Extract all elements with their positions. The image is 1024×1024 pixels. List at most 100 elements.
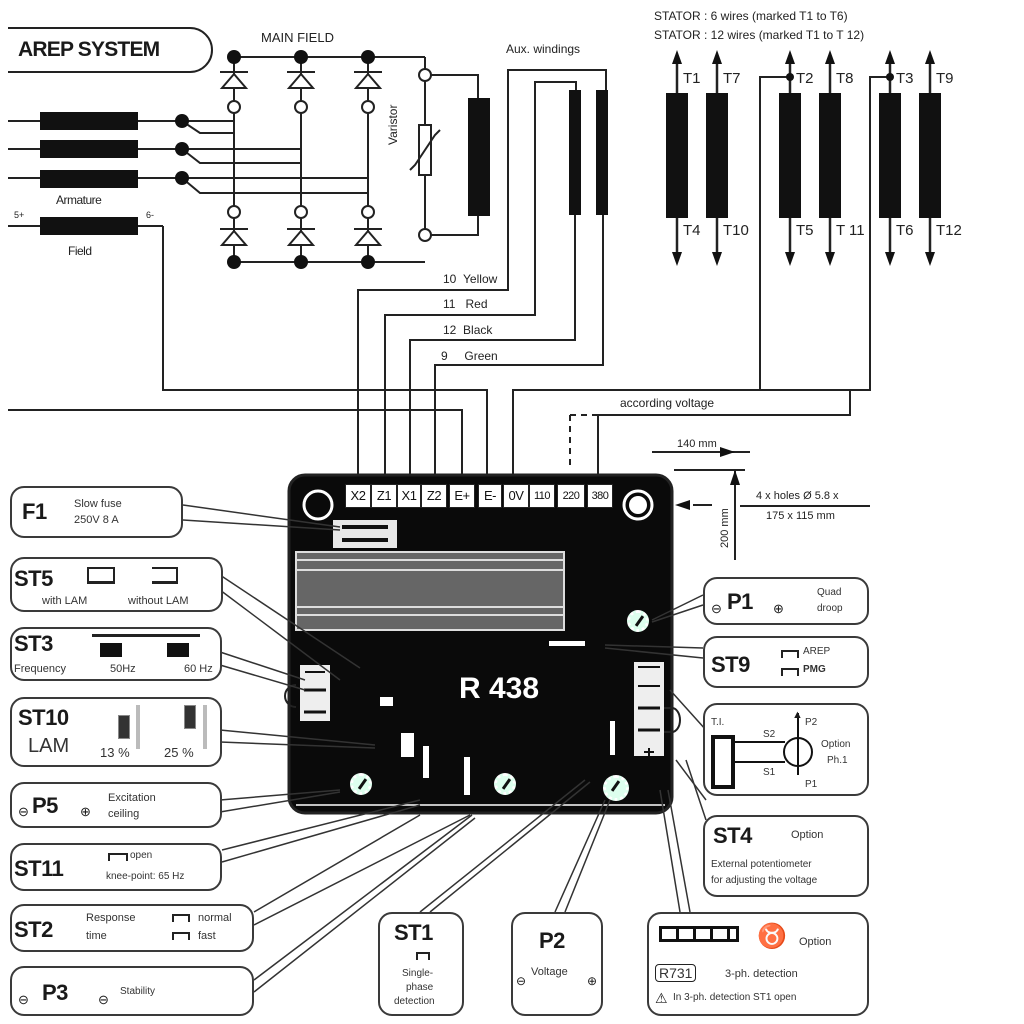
ti-lead-s2 bbox=[735, 741, 785, 743]
stator-terminal-T10: T10 bbox=[723, 222, 749, 239]
connector-icon: ♉ bbox=[757, 923, 787, 950]
diode-top-1 bbox=[219, 71, 249, 114]
terminal-X1: X1 bbox=[397, 484, 421, 508]
minus-icon: ⊖ bbox=[516, 974, 527, 988]
st1-line3: detection bbox=[394, 996, 435, 1007]
aux-windings-label: Aux. windings bbox=[506, 42, 581, 56]
terminal-0V: 0V bbox=[503, 484, 529, 508]
wire-color: Yellow bbox=[463, 272, 498, 286]
jumper-without-lam-icon bbox=[152, 567, 178, 584]
field-label: Field bbox=[68, 244, 92, 258]
st2-label2: time bbox=[86, 930, 107, 942]
st10-option-25: 25 % bbox=[164, 745, 194, 760]
height-dimension: 200 mm bbox=[719, 508, 731, 548]
arrow-up-icon bbox=[712, 50, 722, 64]
wire-label-green: 9 Green bbox=[441, 349, 498, 363]
lam-bar-25 bbox=[203, 705, 207, 749]
p3-potentiometer[interactable] bbox=[494, 773, 516, 795]
jumper-open-icon bbox=[108, 853, 128, 861]
p3-label: Stability bbox=[120, 986, 156, 997]
arrow-down-icon bbox=[785, 252, 795, 266]
st1-line2: phase bbox=[406, 982, 434, 993]
callout-st3: ST3 Frequency 50Hz 60 Hz bbox=[10, 627, 222, 681]
wire-label-red: 11 Red bbox=[443, 297, 488, 311]
stator-terminal-T7: T7 bbox=[723, 70, 741, 87]
jumper-25-icon bbox=[184, 705, 196, 729]
st5-option-without-lam: without LAM bbox=[128, 595, 189, 607]
p1-label1: Quad bbox=[817, 587, 842, 598]
regulator-model: R 438 bbox=[459, 672, 540, 705]
minus-icon: ⊖ bbox=[711, 601, 722, 616]
s1-label: S1 bbox=[763, 767, 776, 778]
f1-id: F1 bbox=[22, 499, 47, 524]
lam-bar-13 bbox=[136, 705, 140, 749]
p1-label2: droop bbox=[817, 603, 843, 614]
callout-st1: ST1 Single- phase detection bbox=[378, 912, 464, 1016]
callout-p1: ⊖ P1 ⊕ Quad droop bbox=[703, 577, 869, 625]
stator-terminal-T1: T1 bbox=[683, 70, 701, 87]
arrow-down-icon bbox=[885, 252, 895, 266]
callout-st9: ST9 AREP PMG bbox=[703, 636, 869, 688]
diode-bottom-3 bbox=[353, 205, 383, 246]
wire-label-black: 12 Black bbox=[443, 323, 492, 337]
callout-p5: ⊖ P5 ⊕ Excitation ceiling bbox=[10, 782, 222, 828]
terminal-E-plus: E+ bbox=[449, 484, 475, 508]
jumper-with-lam-icon bbox=[87, 567, 115, 584]
p5-potentiometer[interactable] bbox=[350, 773, 372, 795]
stator-6-wires-label: STATOR : 6 wires (marked T1 to T6) bbox=[654, 9, 848, 23]
potentiometer-arrow-icon bbox=[797, 713, 799, 775]
callout-f1: F1 Slow fuse 250V 8 A bbox=[10, 486, 183, 538]
st3-option-50hz: 50Hz bbox=[110, 663, 136, 675]
plus-icon: ⊕ bbox=[80, 804, 91, 819]
st4-line1: External potentiometer bbox=[711, 859, 812, 870]
ti-label: T.I. bbox=[711, 717, 725, 728]
p2-id: P2 bbox=[539, 928, 565, 953]
p2-potentiometer[interactable] bbox=[603, 775, 629, 801]
main-field-label: MAIN FIELD bbox=[261, 30, 334, 45]
stator-terminal-T3: T3 bbox=[896, 70, 914, 87]
warning-icon: ⚠ bbox=[655, 990, 668, 1006]
st1-line1: Single- bbox=[402, 968, 434, 979]
arrow-up-icon: ▲ bbox=[792, 709, 803, 721]
frequency-bar bbox=[92, 634, 200, 637]
terminal-380: 380 bbox=[587, 484, 613, 508]
arrow-down-icon bbox=[925, 252, 935, 266]
arrow-down-icon bbox=[825, 252, 835, 266]
p1-potentiometer[interactable] bbox=[627, 610, 649, 632]
varistor-label: Varistor bbox=[386, 104, 400, 145]
st2-option-fast: fast bbox=[198, 930, 216, 942]
according-voltage-label: according voltage bbox=[620, 396, 715, 410]
jumper-open-icon bbox=[781, 668, 799, 676]
arrow-up-icon bbox=[785, 50, 795, 64]
mounting-holes-line1: 4 x holes Ø 5.8 x bbox=[756, 490, 839, 502]
st11-line1: open bbox=[130, 850, 153, 861]
minus-icon: ⊖ bbox=[18, 992, 29, 1007]
stator-terminal-T2: T2 bbox=[796, 70, 814, 87]
p2-label: Voltage bbox=[531, 966, 568, 978]
diode-top-3 bbox=[353, 71, 383, 114]
callout-r731: ♉ Option R731 3-ph. detection ⚠ In 3-ph.… bbox=[647, 912, 869, 1016]
title-pill bbox=[8, 27, 213, 73]
f1-line2: 250V 8 A bbox=[74, 514, 119, 526]
ph1-label2: Ph.1 bbox=[827, 755, 848, 766]
callout-p2: P2 ⊖ Voltage ⊕ bbox=[511, 912, 603, 1016]
st9-option-arep: AREP bbox=[803, 646, 831, 657]
terminal-Z2: Z2 bbox=[421, 484, 447, 508]
terminal-220: 220 bbox=[557, 484, 585, 508]
arrow-up-icon bbox=[825, 50, 835, 64]
r731-id: R731 bbox=[655, 964, 697, 982]
plus-icon: ⊕ bbox=[773, 601, 784, 616]
st2-label1: Response bbox=[86, 912, 136, 924]
terminal-E-minus: E- bbox=[478, 484, 502, 508]
wire-label-yellow: 10 Yellow bbox=[443, 272, 497, 286]
ti-lead-s1 bbox=[735, 761, 785, 763]
st3-id: ST3 bbox=[14, 631, 53, 656]
callout-st10: ST10 LAM 13 % 25 % bbox=[10, 697, 222, 767]
p1-terminal-label: P1 bbox=[805, 779, 818, 790]
ph1-label1: Option bbox=[821, 739, 851, 750]
arrow-up-icon bbox=[672, 50, 682, 64]
st3-option-60hz: 60 Hz bbox=[184, 663, 213, 675]
jumper-50hz-icon bbox=[100, 643, 122, 657]
arrow-down-icon bbox=[712, 252, 722, 266]
